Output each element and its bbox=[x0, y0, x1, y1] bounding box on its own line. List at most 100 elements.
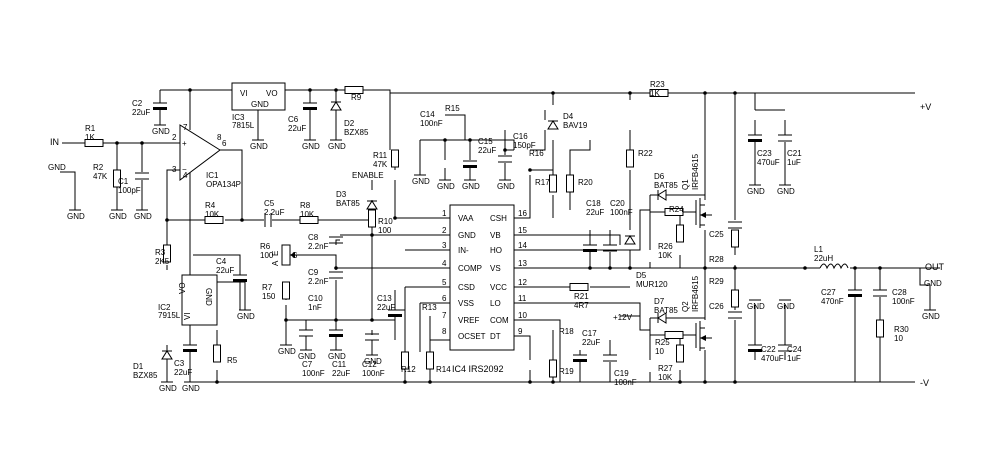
ic4-pin-num-right: 15 bbox=[518, 226, 527, 235]
resistor-ref: R10 bbox=[378, 217, 393, 226]
resistor-ref: R12 bbox=[401, 365, 416, 374]
capacitor-c9: C92.2nF bbox=[308, 268, 343, 286]
resistor-body bbox=[344, 86, 364, 94]
inductor-l1: L1 22uH bbox=[814, 245, 849, 270]
ic3-vi: VI bbox=[240, 89, 248, 98]
ground-symbol: GND bbox=[302, 139, 320, 151]
ground-symbol: GND bbox=[437, 179, 455, 191]
capacitor-plate bbox=[233, 279, 247, 282]
capacitor-plate bbox=[183, 349, 197, 352]
ground-symbol: GND bbox=[134, 209, 152, 221]
ic1-pin-2: 3 bbox=[172, 165, 177, 174]
potentiometer-r6: S A E bbox=[271, 244, 297, 266]
diode-ref: D4 bbox=[563, 112, 574, 121]
ic2-vo: VO bbox=[178, 282, 187, 294]
capacitor-ref: C16 bbox=[513, 132, 528, 141]
v12-label: +12V bbox=[613, 313, 633, 322]
resistor-ref: R4 bbox=[205, 201, 216, 210]
ground-symbol: GND bbox=[497, 179, 515, 191]
ground-label: GND bbox=[152, 127, 170, 136]
capacitor-ref: C17 bbox=[582, 329, 597, 338]
capacitor-value: 100nF bbox=[420, 119, 443, 128]
resistor-body bbox=[549, 359, 557, 378]
resistor-body bbox=[113, 169, 121, 188]
resistor-body bbox=[299, 216, 319, 224]
capacitor-ref: C22 bbox=[761, 345, 776, 354]
diode-value: BAT85 bbox=[654, 181, 678, 190]
ic4-pin-name-left: IN- bbox=[458, 246, 469, 255]
diode-body bbox=[330, 101, 342, 111]
resistor-body bbox=[368, 209, 376, 228]
resistor-ref: R15 bbox=[445, 104, 460, 113]
ic4-pin-name-left: VSS bbox=[458, 299, 474, 308]
resistor-ref: R27 bbox=[658, 364, 673, 373]
ic1-opamp: + − 2 3 7 4 6 8 IC1 OPA134P bbox=[172, 123, 241, 189]
capacitor-value: 470uF bbox=[757, 158, 780, 167]
diode-body bbox=[657, 189, 667, 201]
resistor-r13: R13 bbox=[422, 303, 437, 312]
ground-symbol: GND bbox=[328, 349, 346, 361]
capacitor-value: 100nF bbox=[614, 378, 637, 387]
q2-val: IRFB4615 bbox=[691, 275, 700, 312]
ic2-ref: IC2 bbox=[158, 303, 171, 312]
ground-label: GND bbox=[922, 312, 940, 321]
resistor-ref: R7 bbox=[262, 283, 273, 292]
ic4-pin-num-right: 9 bbox=[518, 327, 523, 336]
capacitor-ref: C27 bbox=[821, 288, 836, 297]
resistor-body bbox=[282, 281, 290, 300]
ic3-part: 7815L bbox=[232, 121, 255, 130]
diode-value: BAT85 bbox=[654, 306, 678, 315]
ground-symbol: GND bbox=[747, 299, 765, 311]
resistor-value: 10K bbox=[300, 210, 315, 219]
pot-pin-a: A bbox=[271, 260, 280, 266]
resistor-ref: R24 bbox=[669, 205, 684, 214]
ic4-pin-num-right: 11 bbox=[518, 294, 527, 303]
ground-label: GND bbox=[302, 142, 320, 151]
capacitor-value: 100nF bbox=[892, 297, 915, 306]
resistor-ref: R21 bbox=[574, 292, 589, 301]
ground-label: GND bbox=[747, 302, 765, 311]
ground-symbol: GND bbox=[159, 381, 177, 393]
ground-label: GND bbox=[237, 312, 255, 321]
ic1-minus-sign: − bbox=[182, 165, 187, 174]
resistor-ref: R16 bbox=[529, 149, 544, 158]
diode-ref: D6 bbox=[654, 172, 665, 181]
resistor-body bbox=[163, 244, 171, 263]
capacitor-c8: C82.2nF bbox=[308, 233, 343, 251]
ic2-vi: VI bbox=[183, 312, 192, 320]
ic4-pin-num-left: 8 bbox=[442, 327, 447, 336]
capacitor-value: 100nF bbox=[610, 208, 633, 217]
ground-label: GND bbox=[777, 187, 795, 196]
capacitor-value: 22uF bbox=[478, 146, 496, 155]
capacitor-ref: C15 bbox=[478, 137, 493, 146]
pot-pin-s: S bbox=[292, 251, 297, 260]
capacitor-value: 100pF bbox=[118, 186, 141, 195]
ic4-pin-num-right: 14 bbox=[518, 241, 527, 250]
ic1-part: OPA134P bbox=[206, 180, 241, 189]
ground-label: GND bbox=[364, 357, 382, 366]
capacitor-value: 1uF bbox=[787, 158, 801, 167]
mosfet-q1: Q1 IRFB4615 bbox=[681, 153, 712, 228]
ic4-pin-num-left: 2 bbox=[442, 226, 447, 235]
resistor-r12: R12 bbox=[401, 351, 416, 374]
capacitor-ref: C11 bbox=[332, 360, 347, 369]
ground-symbol: GND bbox=[298, 349, 316, 361]
ground-label: GND bbox=[328, 352, 346, 361]
resistor-ref: R9 bbox=[351, 93, 362, 102]
enable-label: ENABLE bbox=[352, 171, 384, 180]
capacitor-ref: C6 bbox=[288, 115, 299, 124]
gnd-input-label: GND bbox=[48, 163, 66, 172]
ic3-vo: VO bbox=[266, 89, 278, 98]
